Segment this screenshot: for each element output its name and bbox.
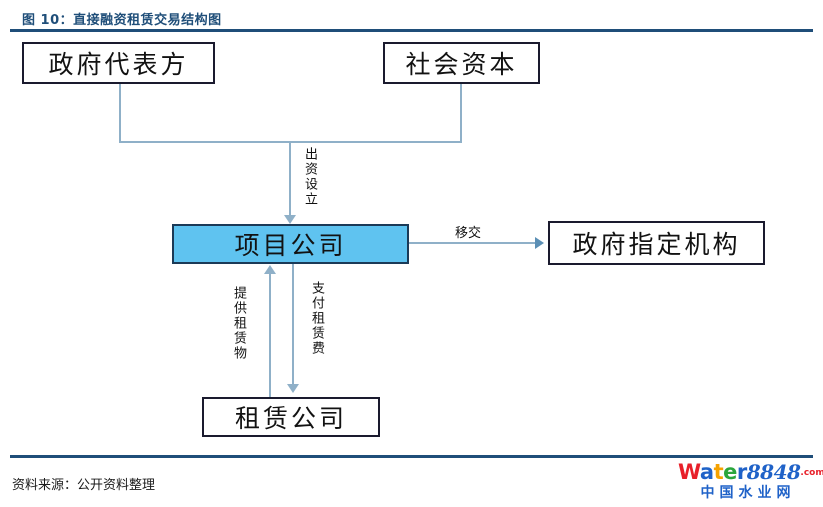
arrow-down-icon-payrent (287, 384, 299, 393)
logo-subtitle: 中国水业网 (700, 485, 796, 501)
logo-letter-t: t (713, 460, 724, 484)
footer-divider (10, 455, 813, 458)
node-government-designated-agency: 政府指定机构 (548, 221, 765, 265)
arrow-right-icon-transfer (535, 237, 544, 249)
edge-label-transfer: 移交 (455, 226, 482, 241)
node-project-company: 项目公司 (172, 224, 409, 264)
arrow-up-icon-provide (264, 265, 276, 274)
edge-label-provide-leased-asset: 提供租赁物 (231, 286, 246, 361)
node-social-capital: 社会资本 (383, 42, 540, 84)
connector-govrep-down (119, 84, 121, 142)
node-government-representative: 政府代表方 (22, 42, 215, 84)
connector-provide-vertical (269, 273, 271, 397)
connector-capital-down (460, 84, 462, 142)
node-leasing-company: 租赁公司 (202, 397, 380, 437)
edge-label-pay-rent: 支付租赁费 (309, 281, 324, 356)
edge-label-fund-establish: 出资设立 (302, 147, 317, 207)
header-divider (10, 29, 813, 32)
logo-letter-w: W (678, 460, 700, 484)
logo-letter-r: r (736, 460, 747, 484)
logo-number: 8848 (746, 460, 801, 484)
figure-title: 图 10：直接融资租赁交易结构图 (22, 13, 222, 28)
logo-tld: .com (800, 468, 823, 478)
arrow-down-icon-fund (284, 215, 296, 224)
connector-payrent-vertical (292, 264, 294, 385)
connector-transfer-horizontal (409, 242, 537, 244)
logo-letter-a: a (699, 460, 714, 484)
site-logo: Water8848.com 中国水业网 (678, 460, 823, 501)
connector-fund-vertical (289, 141, 291, 217)
source-note: 资料来源：公开资料整理 (12, 478, 156, 493)
logo-wordmark: Water8848.com (678, 460, 823, 484)
logo-letter-e: e (723, 460, 737, 484)
